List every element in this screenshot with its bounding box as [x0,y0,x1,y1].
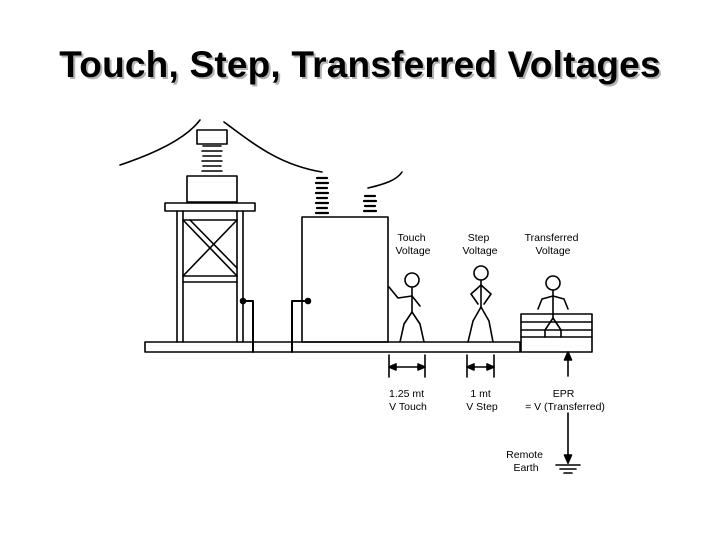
steel-structure [164,202,256,343]
overhead-line-right [223,121,323,173]
touch-dimension [388,354,426,378]
step-voltage-label: Step Voltage [462,232,497,257]
ground-conductors [239,297,312,353]
transformer-tank [301,176,389,343]
touch-voltage-person [388,272,425,343]
transferred-voltage-label: Transferred Voltage [525,232,582,257]
remote-earth-symbol [555,412,581,474]
step-distance-label: 1 mt V Step [466,388,498,413]
touch-voltage-label: Touch Voltage [395,232,430,257]
step-voltage-person [467,265,494,343]
overhead-line-left [119,119,201,166]
step-dimension [466,354,495,378]
epr-label: EPR = V (Transferred) [525,388,605,413]
top-insulator [186,129,238,203]
touch-distance-label: 1.25 mt V Touch [389,388,427,413]
remote-earth-label: Remote Earth [506,449,546,474]
epr-arrow [563,351,573,377]
bushing-lead-right [367,171,403,189]
transferred-voltage-person [537,275,569,338]
ground-slab [144,341,521,353]
slide-title: Touch, Step, Transferred Voltages [59,44,661,85]
insulated-platform [520,313,593,353]
